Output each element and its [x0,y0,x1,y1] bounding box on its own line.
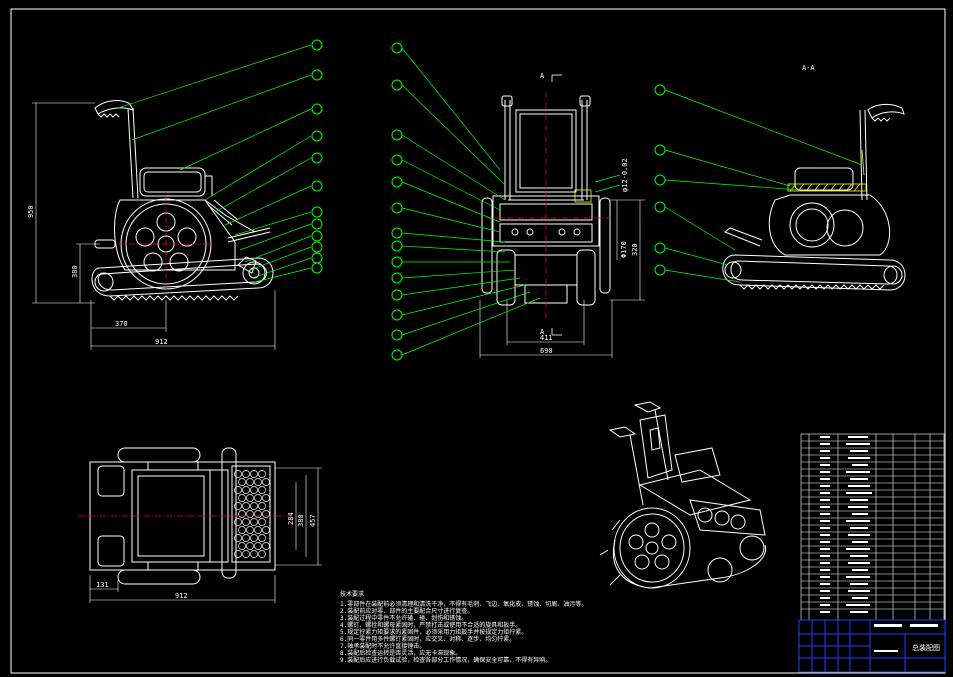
front-leaders [117,44,312,283]
side-centerlines [485,92,610,320]
dim-front-w2: 912 [155,338,168,346]
notes-line-4: 4.螺钉、螺栓和螺母紧固时，严禁打击或使用不合适的旋具和扳手。 [340,621,521,629]
title-block-marks [874,624,938,652]
side-dimensions [479,199,645,358]
notes-title: 技术要求 [340,590,364,598]
side-accent [574,189,592,203]
dim-side-w2: 690 [540,347,553,355]
dim-side-v2: 320 [631,243,639,256]
dim-top-w2: 912 [175,592,188,600]
front-balloons [311,39,323,274]
technical-notes: 技术要求 1.零部件在装配前必须清理和清洗干净，不得有毛刺、飞边、氧化皮、锈蚀、… [340,590,587,664]
parts-list-table [800,433,945,621]
dim-front-w1: 370 [115,320,128,328]
top-dimensions [89,467,322,603]
dim-top-w1: 131 [96,581,109,589]
section-hatch [787,149,867,192]
notes-line-1: 1.零部件在装配前必须清理和清洗干净，不得有毛刺、飞边、氧化皮、锈蚀、切屑、油污… [340,600,587,608]
notes-line-8: 8.装配后检查运转是否灵活，应无卡滞现象。 [340,649,461,657]
notes-line-9: 9.装配后应进行负载试验，检查各部分工作情况，确保安全可靠，不得有异响。 [340,656,551,664]
parts-list-text-marks [820,436,872,613]
section-view [722,103,906,291]
section-mark-bottom: A [540,328,545,336]
side-balloons [391,42,403,361]
dim-front-wheel-height: 380 [71,265,79,278]
notes-line-2: 2.装配前应对零、部件的主要配合尺寸进行复查。 [340,607,473,615]
dim-side-w1: 411 [540,334,553,342]
section-leaders [664,89,863,283]
drawing-title: 总装配图 [912,643,940,652]
side-section-marks [551,74,562,336]
title-block [798,619,946,673]
front-centerlines [118,196,214,292]
section-balloons [654,84,666,276]
side-right-leaders [594,174,621,193]
dim-side-v1: Φ170 [620,241,628,258]
dim-side-v3: φ12-0.02 [621,158,629,192]
notes-line-6: 6.同一零件用多件螺钉紧固时，应交叉、对称、逐步、均匀拧紧。 [340,635,515,643]
dim-top-v3: 457 [309,514,317,527]
dim-top-v2: 380 [297,514,305,527]
section-view-label: A-A [802,64,815,72]
notes-line-3: 3.装配过程中零件不允许磕、碰、划伤和锈蚀。 [340,614,467,622]
notes-line-5: 5.规定拧紧力矩要求的紧固件，必须采用力矩扳手并按规定力矩拧紧。 [340,628,527,636]
section-mark-top: A [540,72,545,80]
top-view-mesh [234,470,270,558]
isometric-view [599,401,767,589]
front-dimensions [32,102,276,350]
drawing-frame [10,8,946,674]
side-leaders [401,47,541,356]
dim-top-v1: 284 [287,512,295,525]
notes-line-7: 7.轴承装配时不允许直接锤击。 [340,642,425,650]
dim-front-height: 950 [27,205,35,218]
